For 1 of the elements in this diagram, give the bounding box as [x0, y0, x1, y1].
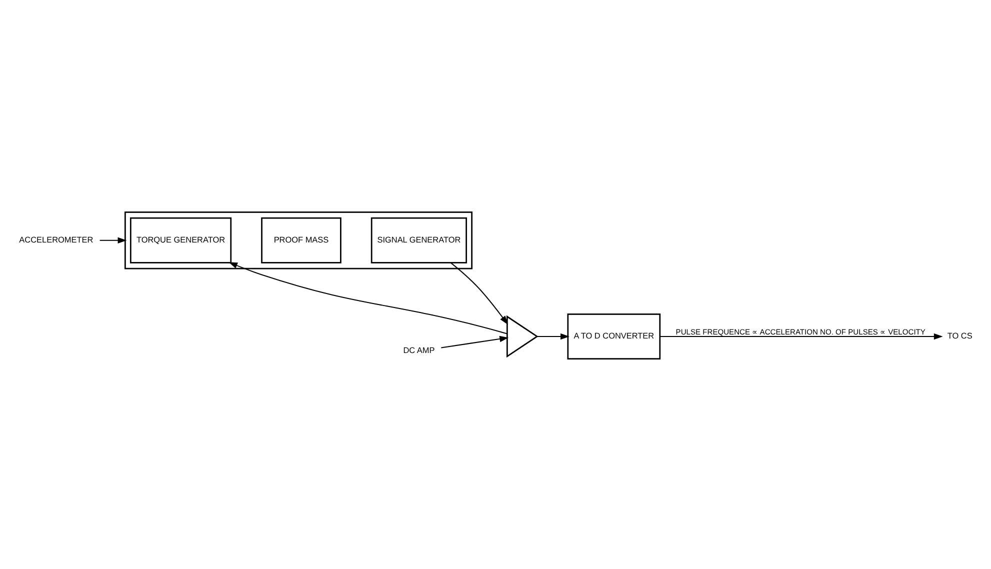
edge-label: PULSE FREQUENCE ∝ ACCELERATION NO. OF PULSES ∝ VELOCITY [676, 326, 926, 336]
